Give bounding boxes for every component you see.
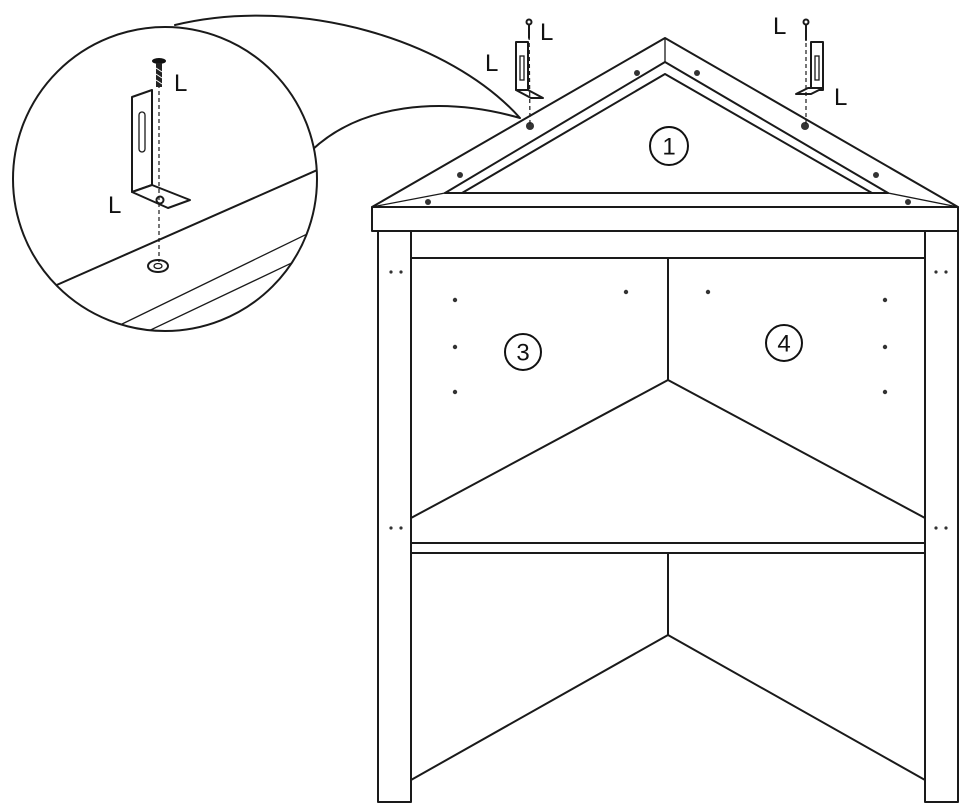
bracket-label: L [485,50,498,77]
part-number-1-text: 1 [662,134,675,161]
shelf-front-edge [410,542,926,554]
part-number-3: 3 [504,333,542,371]
callout-pointer [174,14,521,151]
top-front-edge [371,206,959,232]
bracket-label: L [108,192,121,219]
upper-compartment [410,257,926,519]
right-post [924,229,959,803]
lower-compartment [410,552,926,781]
l-bracket-left [515,18,544,127]
left-post [377,229,412,803]
bracket-label: L [540,19,553,46]
top-panel [371,37,959,232]
part-number-4-text: 4 [777,331,790,358]
bracket-label: L [834,84,847,111]
bracket-label: L [174,70,187,97]
panel-screw-holes [452,289,888,395]
l-bracket-right [795,18,824,126]
top-apron [410,229,926,259]
detail-screw [152,58,166,87]
part-number-1: 1 [649,126,689,166]
detail-magnifier [12,26,318,332]
top-surface [371,37,959,208]
top-frame-holes [425,70,911,205]
bracket-label: L [773,13,786,40]
part-number-4: 4 [765,324,803,362]
detail-bracket [131,70,191,262]
part-number-3-text: 3 [516,340,529,367]
corner-cabinet [377,229,959,803]
post-screw-holes [389,270,948,530]
